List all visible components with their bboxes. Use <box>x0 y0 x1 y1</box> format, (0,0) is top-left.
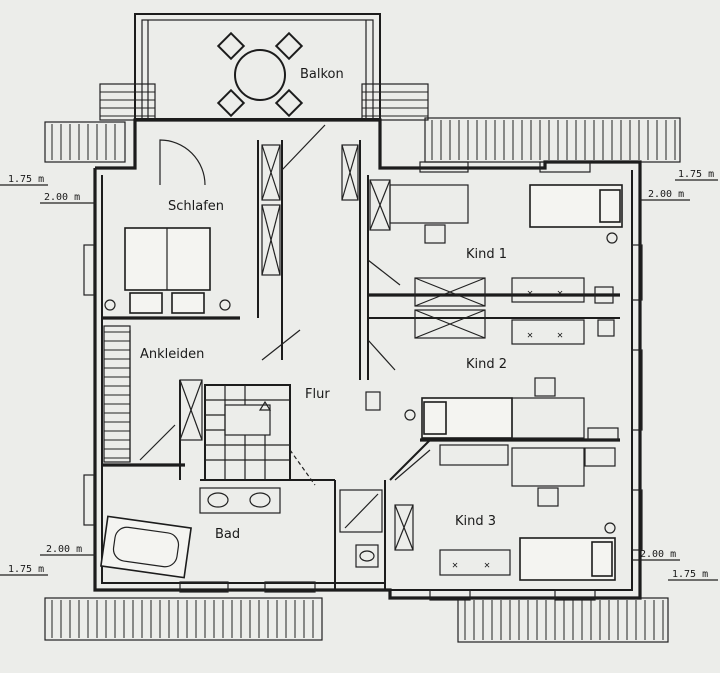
label-flur: Flur <box>305 387 330 402</box>
dim-bottom-right-inner: 2.00 m <box>640 549 676 560</box>
label-kind1: Kind 1 <box>466 247 507 262</box>
label-bad: Bad <box>215 527 240 542</box>
dimension-annotations: 1.75 m 2.00 m 1.75 m 2.00 m 2.00 m 1.75 … <box>0 169 718 581</box>
svg-text:✕: ✕ <box>484 560 490 571</box>
bed-kind1 <box>529 184 623 244</box>
balcony-left-railing <box>99 83 156 121</box>
wardrobe <box>103 325 131 463</box>
svg-text:✕: ✕ <box>527 288 533 299</box>
dim-top-right-outer: 1.75 m <box>678 169 714 180</box>
svg-text:✕: ✕ <box>557 288 563 299</box>
dim-bottom-left-outer: 1.75 m <box>8 564 44 575</box>
double-bed-schlafen <box>104 227 231 314</box>
roof-slope-bottom-right <box>457 597 669 643</box>
dim-top-left-outer: 1.75 m <box>8 174 44 185</box>
outer-walls <box>83 118 643 601</box>
doors <box>139 124 431 486</box>
staircase <box>204 384 291 481</box>
label-schlafen: Schlafen <box>168 199 224 214</box>
label-kind2: Kind 2 <box>466 357 507 372</box>
roof-slope-top-right <box>424 117 681 163</box>
dim-top-right-inner: 2.00 m <box>648 189 684 200</box>
furniture-kids: ✕ ✕ ✕ ✕ ✕ ✕ <box>365 184 619 576</box>
svg-text:✕: ✕ <box>557 330 563 341</box>
balcony-right-railing <box>361 83 429 121</box>
roof-slope-bottom-left <box>44 597 323 641</box>
closets <box>179 144 486 551</box>
label-ankleiden: Ankleiden <box>140 347 204 362</box>
bathroom-fixtures <box>100 487 383 579</box>
bed-kind2 <box>404 397 513 439</box>
label-balkon: Balkon <box>300 67 344 82</box>
roof-slope-top-left <box>44 121 126 163</box>
dim-top-left-inner: 2.00 m <box>44 192 80 203</box>
balcony-table <box>216 31 304 118</box>
balcony <box>99 13 429 121</box>
dim-bottom-left-inner: 2.00 m <box>46 544 82 555</box>
dim-bottom-right-outer: 1.75 m <box>672 569 708 580</box>
label-kind3: Kind 3 <box>455 514 496 529</box>
svg-text:✕: ✕ <box>452 560 458 571</box>
svg-text:✕: ✕ <box>527 330 533 341</box>
bed-kind3 <box>519 522 616 581</box>
room-labels: Balkon Schlafen Ankleiden Flur Bad Kind … <box>140 67 507 542</box>
